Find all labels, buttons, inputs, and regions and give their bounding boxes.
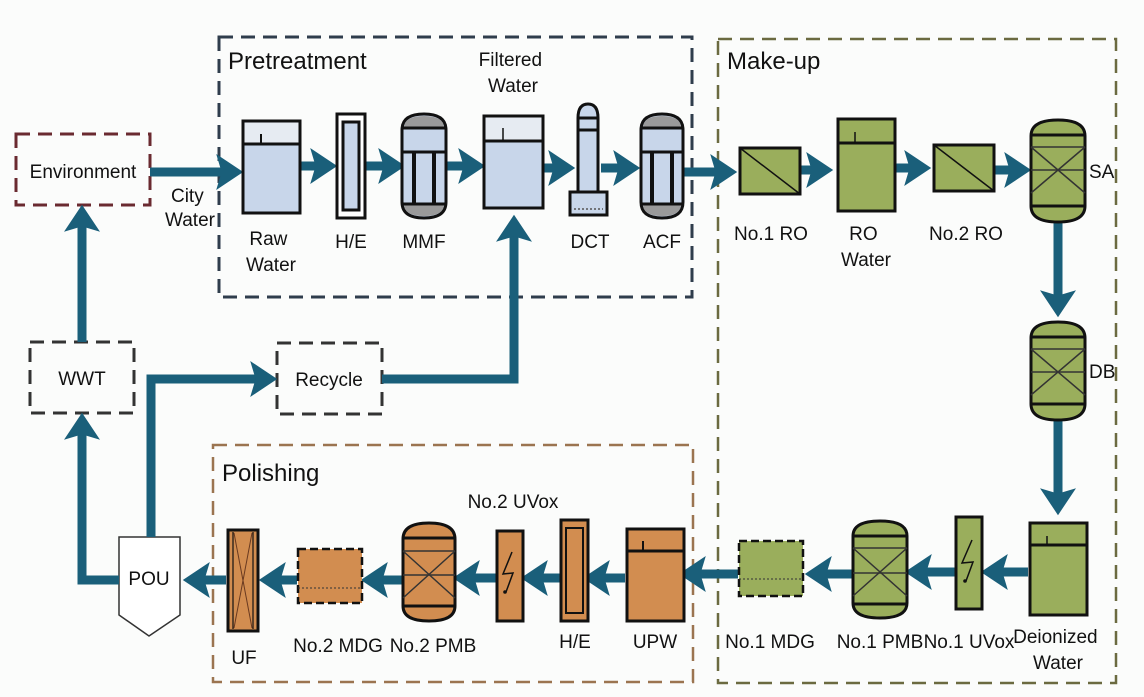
filtered-water-tank — [482, 114, 545, 210]
pmb-1-vessel — [851, 519, 909, 620]
pmb-2-label: No.2 PMB — [390, 636, 477, 657]
uf-filter — [226, 528, 260, 633]
dct-tower — [568, 102, 609, 217]
filtered-water-label: Filtered Water — [479, 50, 548, 97]
mmf-vessel — [400, 112, 448, 220]
flow-pipes — [64, 148, 1076, 598]
makeup-group-label: Make-up — [727, 48, 820, 75]
ro-2-label: No.2 RO — [929, 224, 1003, 245]
uvox-1-label: No.1 UVox — [924, 632, 1015, 653]
mdg-1-label: No.1 MDG — [725, 632, 815, 653]
raw-water-label: Raw Water — [246, 229, 297, 276]
uvox-2-lamp — [495, 529, 525, 623]
ro-water-label: RO Water — [841, 224, 892, 271]
sa-label: SA — [1089, 162, 1115, 183]
polishing-group-label: Polishing — [222, 460, 319, 487]
pipe-pou-to-recycle — [146, 361, 278, 537]
dct-label: DCT — [570, 232, 609, 253]
heat-exchanger-1 — [335, 112, 367, 220]
ro-1-label: No.1 RO — [734, 224, 808, 245]
upw-label: UPW — [633, 632, 677, 653]
uf-label: UF — [231, 648, 256, 669]
sa-vessel — [1029, 118, 1087, 224]
raw-water-tank — [241, 119, 302, 215]
db-vessel — [1029, 320, 1087, 422]
ro-2-membrane — [932, 143, 996, 193]
he-2-label: H/E — [559, 632, 591, 653]
environment-label: Environment — [30, 162, 137, 183]
recycle-label: Recycle — [295, 370, 363, 391]
pmb-2-vessel — [401, 521, 457, 623]
acf-vessel — [639, 112, 685, 220]
ro-1-membrane — [738, 146, 802, 196]
uvox-1-lamp — [954, 515, 984, 611]
pipe-recycle-to-filtered — [382, 214, 532, 384]
wwt-label: WWT — [58, 369, 106, 390]
mdg-2-degasser — [296, 547, 364, 605]
pretreatment-group-label: Pretreatment — [228, 48, 367, 75]
db-label: DB — [1089, 362, 1115, 383]
mdg-1-degasser — [737, 539, 805, 598]
deionized-water-tank — [1028, 521, 1089, 617]
uvox-2-label: No.2 UVox — [468, 492, 559, 513]
upw-tank — [625, 527, 686, 623]
city-water-label: City Water — [165, 186, 216, 231]
he-1-label: H/E — [335, 232, 367, 253]
deionized-water-label: Deionized Water — [1013, 627, 1103, 674]
pipe-pou-to-wwt — [64, 412, 119, 585]
pretreatment-group-box — [217, 35, 694, 299]
mdg-2-label: No.2 MDG — [293, 636, 383, 657]
mmf-label: MMF — [402, 232, 445, 253]
makeup-group-box — [716, 37, 1118, 685]
pou-label: POU — [128, 569, 169, 590]
pmb-1-label: No.1 PMB — [837, 632, 924, 653]
acf-label: ACF — [643, 232, 681, 253]
heat-exchanger-2 — [559, 518, 590, 623]
pou-shape — [118, 536, 181, 637]
ro-water-tank — [836, 117, 897, 213]
